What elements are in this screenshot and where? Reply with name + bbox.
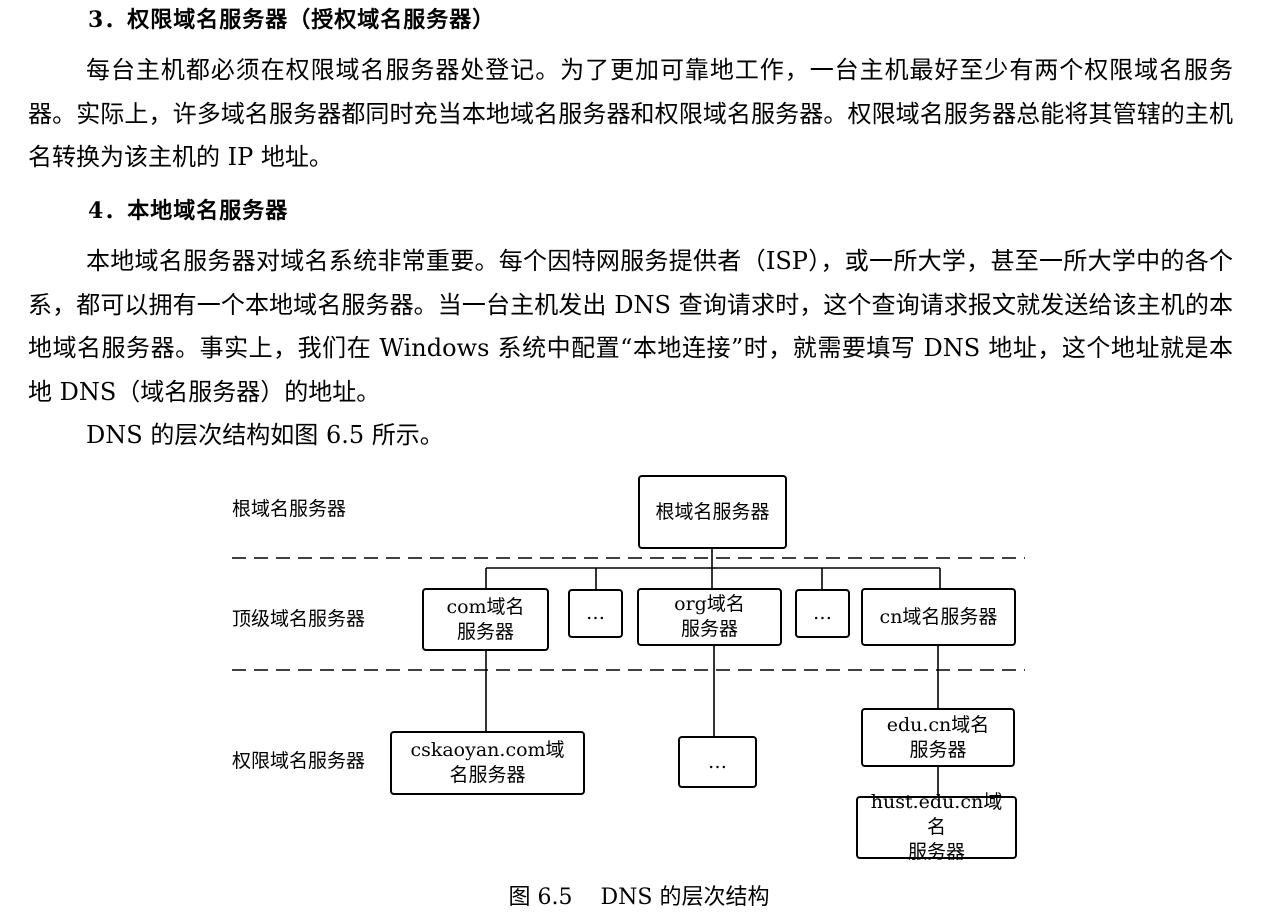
com-server-node: com域名 服务器 bbox=[422, 588, 549, 651]
node-label: 名服务器 bbox=[449, 764, 526, 786]
node-label: … bbox=[708, 750, 727, 773]
level-label-top: 顶级域名服务器 bbox=[232, 608, 366, 630]
node-label: hust.edu.cn域名 bbox=[870, 791, 1003, 838]
node-label: 服务器 bbox=[907, 841, 965, 863]
node-label: … bbox=[813, 602, 832, 624]
section-3-heading: 3．权限域名服务器（授权域名服务器） bbox=[88, 7, 496, 33]
hust-edu-cn-server-node: hust.edu.cn域名 服务器 bbox=[856, 791, 1017, 863]
section-4-heading: 4．本地域名服务器 bbox=[88, 198, 289, 224]
edu-cn-server-node: edu.cn域名 服务器 bbox=[861, 708, 1015, 767]
root-server-node: 根域名服务器 bbox=[638, 475, 787, 549]
node-label: … bbox=[586, 602, 605, 624]
cn-server-node: cn域名服务器 bbox=[861, 588, 1016, 646]
org-server-node: org域名 服务器 bbox=[637, 588, 782, 646]
section-3-paragraph: 每台主机都必须在权限域名服务器处登记。为了更加可靠地工作，一台主机最好至少有两个… bbox=[28, 56, 1233, 171]
cskaoyan-server-node: cskaoyan.com域 名服务器 bbox=[390, 731, 585, 795]
node-label: 服务器 bbox=[680, 618, 738, 640]
figure-caption: 图 6.5 DNS 的层次结构 bbox=[508, 885, 770, 910]
figure-reference-sentence: DNS 的层次结构如图 6.5 所示。 bbox=[86, 421, 444, 449]
node-label: 服务器 bbox=[456, 620, 514, 643]
node-label: cn域名服务器 bbox=[879, 605, 998, 628]
ellipsis-node: … bbox=[568, 589, 623, 638]
node-label: 根域名服务器 bbox=[655, 500, 770, 523]
node-label: cskaoyan.com域 bbox=[410, 739, 565, 761]
level-label-authoritative: 权限域名服务器 bbox=[232, 750, 366, 772]
section-4-paragraph: 本地域名服务器对域名系统非常重要。每个因特网服务提供者（ISP），或一所大学，甚… bbox=[28, 247, 1233, 406]
node-label: 服务器 bbox=[909, 738, 967, 761]
node-label: edu.cn域名 bbox=[886, 713, 990, 736]
node-label: org域名 bbox=[674, 593, 745, 615]
level-label-root: 根域名服务器 bbox=[232, 498, 347, 520]
ellipsis-node: … bbox=[795, 589, 850, 638]
ellipsis-node: … bbox=[678, 736, 757, 788]
node-label: com域名 bbox=[446, 595, 525, 618]
